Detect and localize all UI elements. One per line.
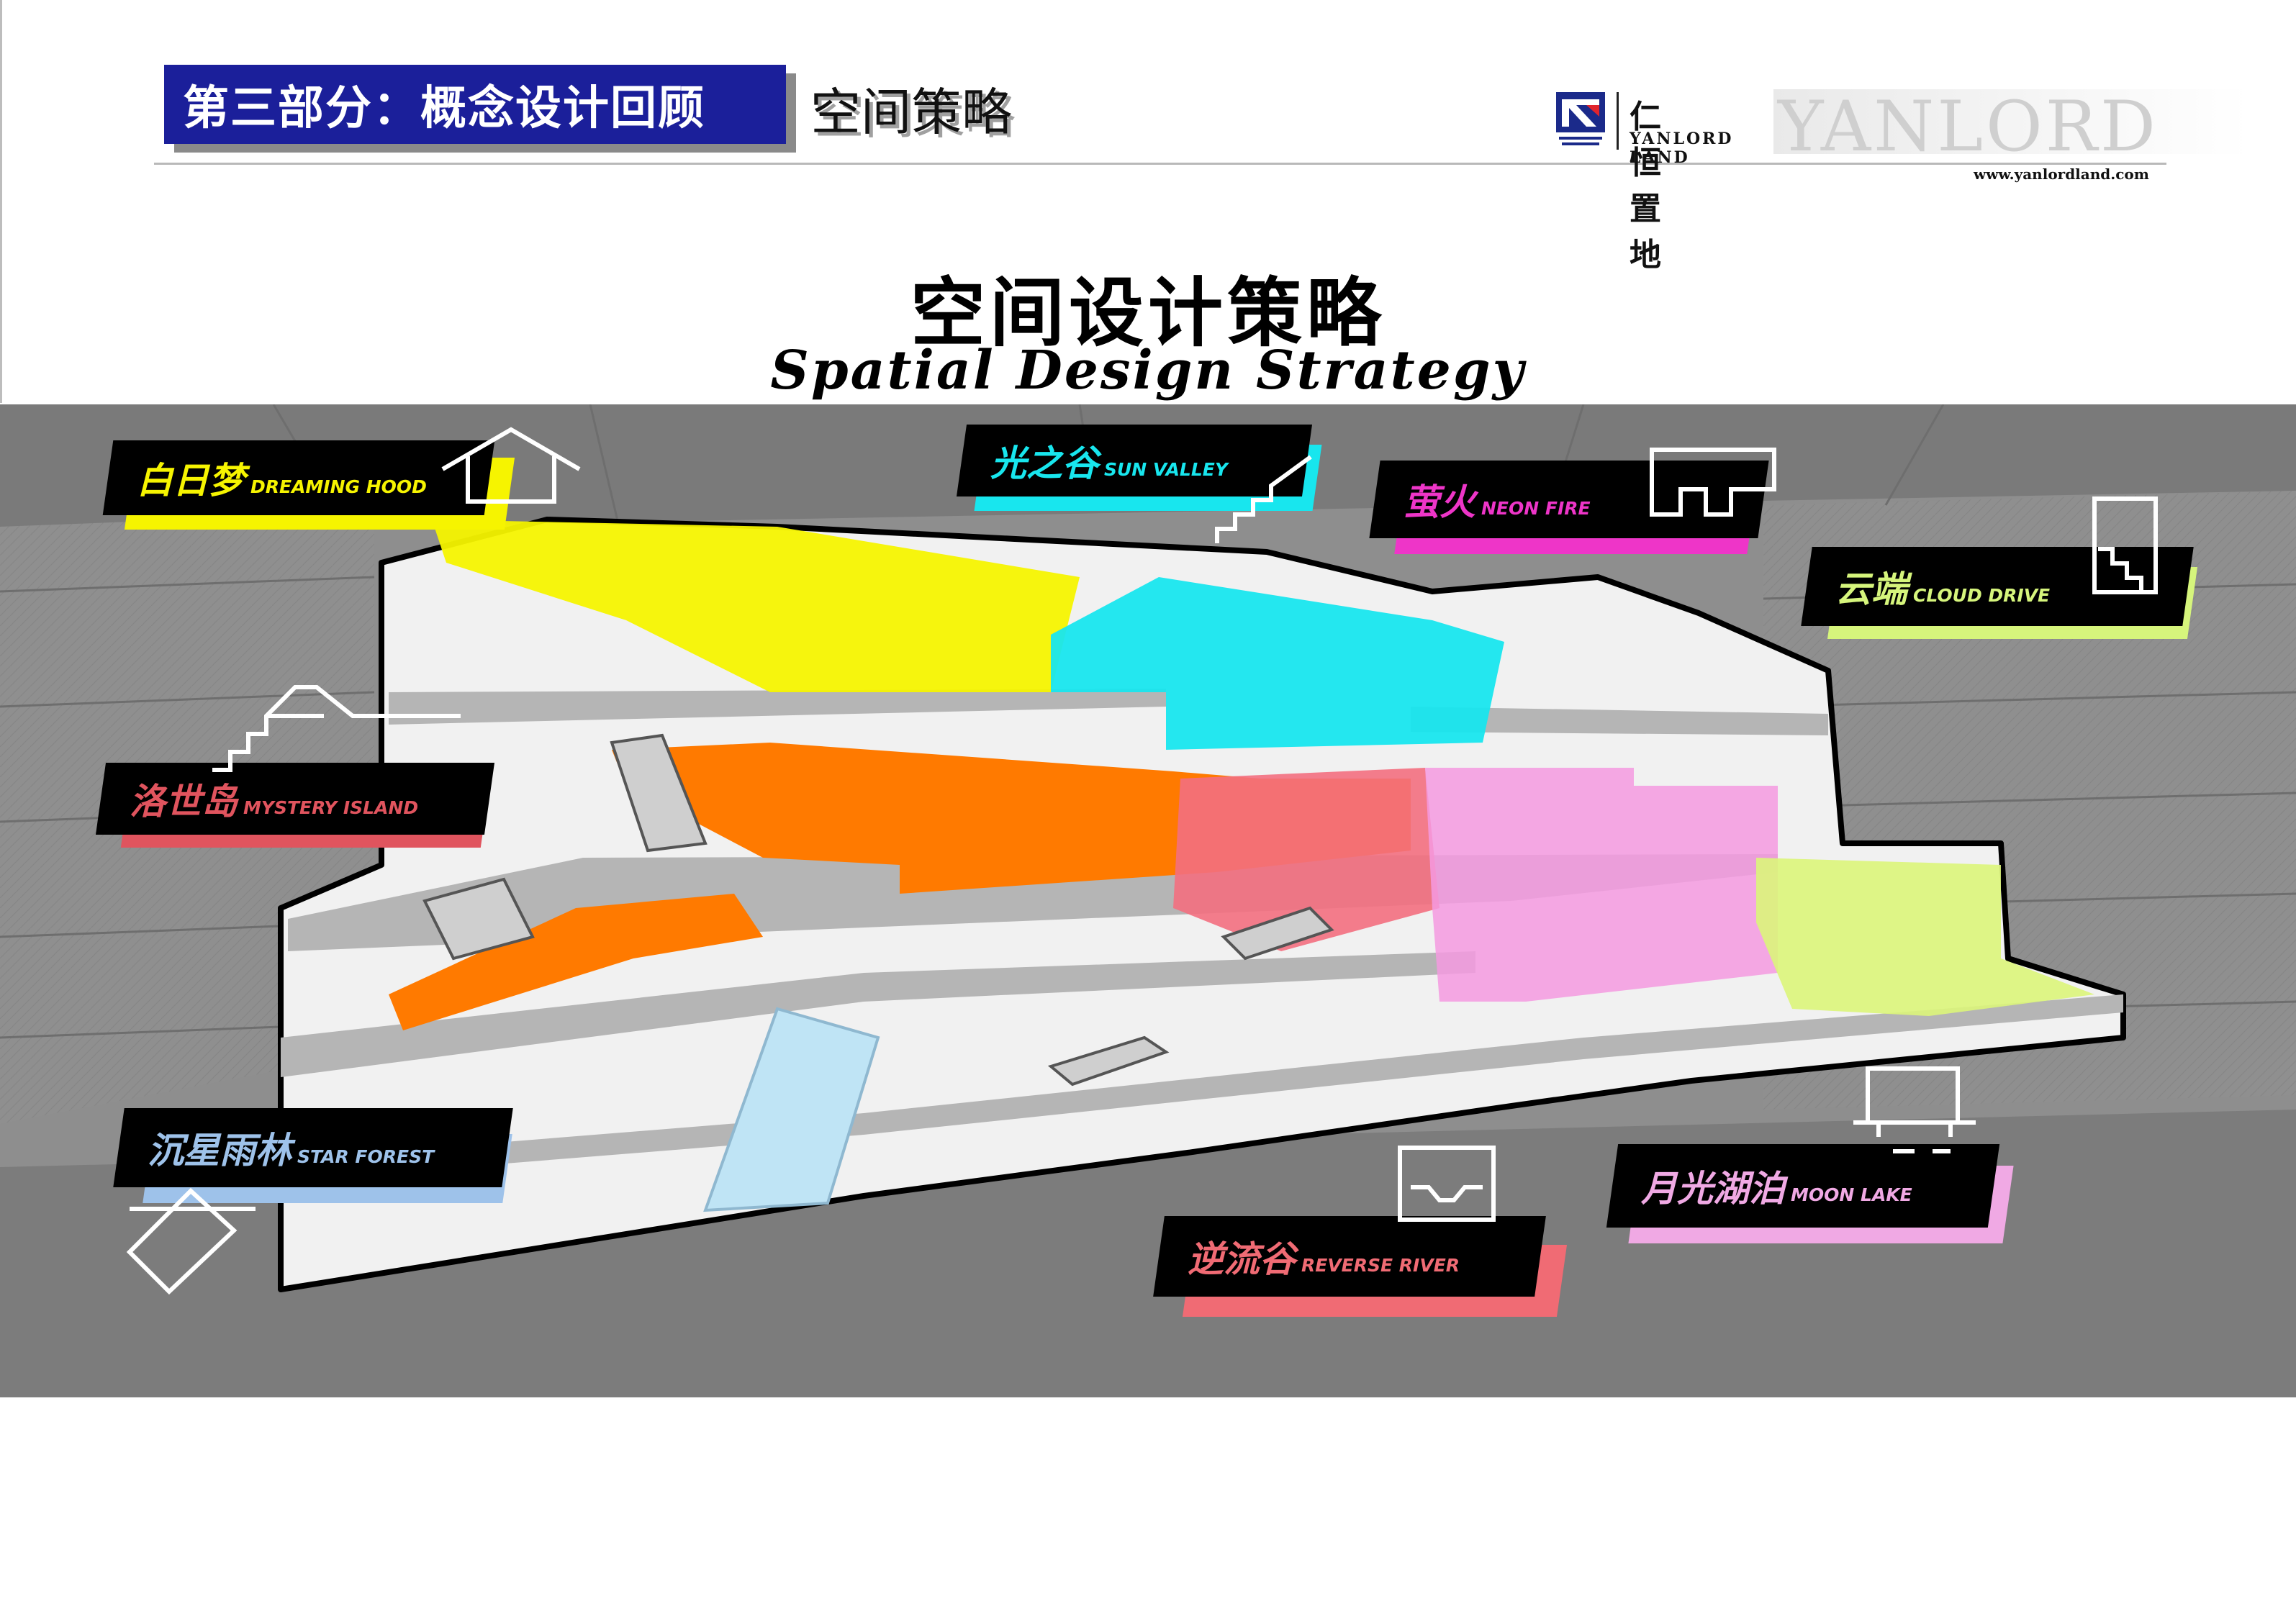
header-divider xyxy=(154,163,2166,165)
zone-sun-valley: 光之谷 SUN VALLEY xyxy=(956,425,1350,543)
zone-name-en: NEON FIRE xyxy=(1481,498,1591,519)
page-title: 空间设计策略 xyxy=(910,269,1386,357)
zone-name-cn: 逆流谷 xyxy=(1188,1238,1296,1280)
zone-name-cn: 月光湖泊 xyxy=(1641,1168,1785,1210)
brand-name-cn: 仁恒置地 xyxy=(1630,99,1663,273)
yellow-volume xyxy=(432,520,1080,692)
page-subtitle: Spatial Design Strategy xyxy=(770,340,1526,402)
zone-neon-fire: 萤火 NEON FIRE xyxy=(1369,448,1778,561)
zone-plate: 沉星雨林 STAR FOREST xyxy=(113,1108,513,1187)
lime-volume xyxy=(1756,858,2094,1016)
zone-name-en: MYSTERY ISLAND xyxy=(243,797,419,818)
brand-divider xyxy=(1617,92,1619,150)
left-edge-rule xyxy=(0,0,2,403)
salmon-volume xyxy=(1173,768,1439,951)
zone-name-cn: 沉星雨林 xyxy=(148,1130,291,1171)
stair-box-icon xyxy=(2092,496,2158,594)
zone-name-cn: 云端 xyxy=(1835,568,1907,610)
zone-name-en: DREAMING HOOD xyxy=(250,476,427,497)
brand-wordmark-text: YANLORD xyxy=(1778,86,2159,167)
zone-name-cn: 洛世岛 xyxy=(130,781,238,822)
escalators xyxy=(422,733,1334,1087)
zone-cloud-drive: 云端 CLOUD DRIVE xyxy=(1801,496,2210,655)
zone-name-cn: 萤火 xyxy=(1404,481,1475,523)
zone-name-en: SUN VALLEY xyxy=(1104,459,1228,480)
zone-name-en: CLOUD DRIVE xyxy=(1913,585,2051,606)
diamond-icon xyxy=(126,1187,256,1295)
zone-plate: 逆流谷 REVERSE RIVER xyxy=(1153,1216,1546,1297)
cyan-volume xyxy=(1051,577,1504,750)
zone-name-en: STAR FOREST xyxy=(297,1146,435,1167)
zone-mystery-island: 洛世岛 MYSTERY ISLAND xyxy=(95,685,504,856)
ice-prism xyxy=(703,1007,880,1212)
brand-name-en: YANLORD LAND xyxy=(1630,130,1734,167)
zone-star-forest: 沉星雨林 STAR FOREST xyxy=(113,1108,522,1295)
zone-name-en: MOON LAKE xyxy=(1791,1184,1912,1205)
zone-plate: 白日梦 DREAMING HOOD xyxy=(102,440,495,515)
island-stairs-icon xyxy=(212,685,461,772)
orange-ramp xyxy=(389,894,763,1030)
brand-url: www.yanlordland.com xyxy=(1974,165,2149,183)
stairs-icon xyxy=(1215,455,1312,543)
funnel-icon xyxy=(1398,1146,1496,1222)
zone-dreaming-hood: 白日梦 DREAMING HOOD xyxy=(102,427,583,541)
house-icon xyxy=(441,427,581,504)
zone-reverse-river: 逆流谷 REVERSE RIVER xyxy=(1153,1146,1576,1324)
brand-wordmark: YANLORD xyxy=(1773,86,2248,167)
section-label: 第三部分：概念设计回顾 xyxy=(183,82,705,135)
zone-name-cn: 光之谷 xyxy=(990,443,1098,484)
zone-name-en: REVERSE RIVER xyxy=(1301,1255,1460,1276)
notch-icon xyxy=(1650,448,1776,517)
yanlord-emblem-icon xyxy=(1556,92,1605,145)
zone-name-cn: 白日梦 xyxy=(137,460,245,502)
section-subtitle: 空间策略 xyxy=(810,83,1012,142)
section-badge: 第三部分：概念设计回顾 xyxy=(164,65,786,144)
pink-volume xyxy=(1425,768,1778,1002)
lake-icon xyxy=(1853,1066,1976,1153)
zone-moon-lake: 月光湖泊 MOON LAKE xyxy=(1606,1066,2015,1252)
